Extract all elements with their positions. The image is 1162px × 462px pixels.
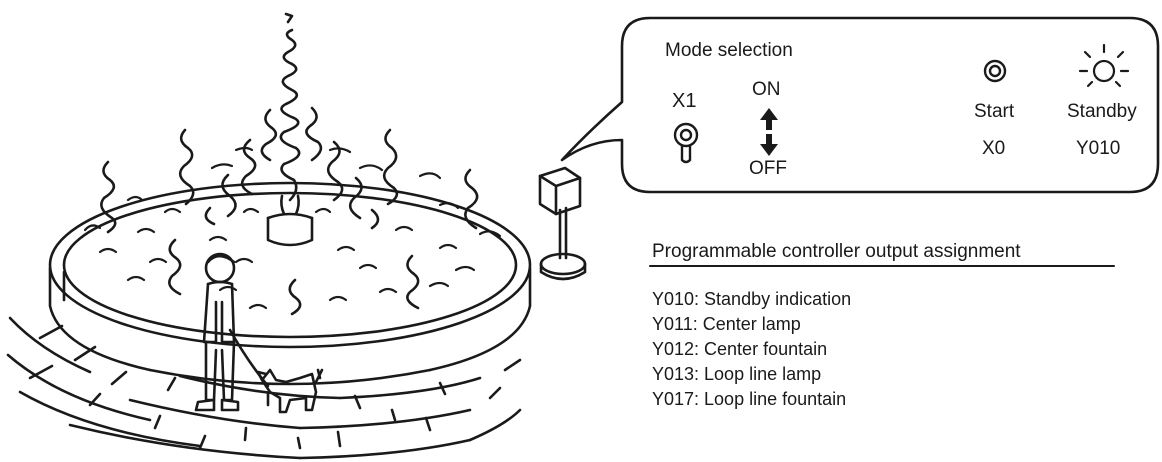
x0-label: X0 bbox=[982, 138, 1005, 160]
assignment-title: Programmable controller output assignmen… bbox=[652, 241, 1021, 263]
person-with-dog bbox=[196, 254, 322, 412]
standby-label: Standby bbox=[1067, 101, 1137, 123]
push-button-icon[interactable] bbox=[985, 61, 1005, 81]
loop-fountains bbox=[101, 130, 477, 314]
up-down-arrow-icon bbox=[760, 108, 778, 156]
start-label: Start bbox=[974, 101, 1014, 123]
paving-stones bbox=[8, 318, 520, 458]
assignment-item: Y013: Loop line lamp bbox=[652, 364, 821, 385]
off-label: OFF bbox=[749, 158, 787, 180]
controller-stand bbox=[540, 168, 585, 279]
center-fountain bbox=[206, 14, 378, 245]
x1-label: X1 bbox=[672, 90, 696, 113]
mode-selection-label: Mode selection bbox=[665, 40, 793, 62]
assignment-item: Y010: Standby indication bbox=[652, 289, 851, 310]
toggle-switch-icon[interactable] bbox=[675, 124, 697, 162]
assignment-item: Y011: Center lamp bbox=[652, 314, 801, 335]
assignment-item: Y012: Center fountain bbox=[652, 339, 827, 360]
assignment-item: Y017: Loop line fountain bbox=[652, 389, 846, 410]
lamp-icon bbox=[1080, 45, 1128, 86]
on-label: ON bbox=[752, 79, 781, 101]
y010-label: Y010 bbox=[1076, 138, 1120, 160]
